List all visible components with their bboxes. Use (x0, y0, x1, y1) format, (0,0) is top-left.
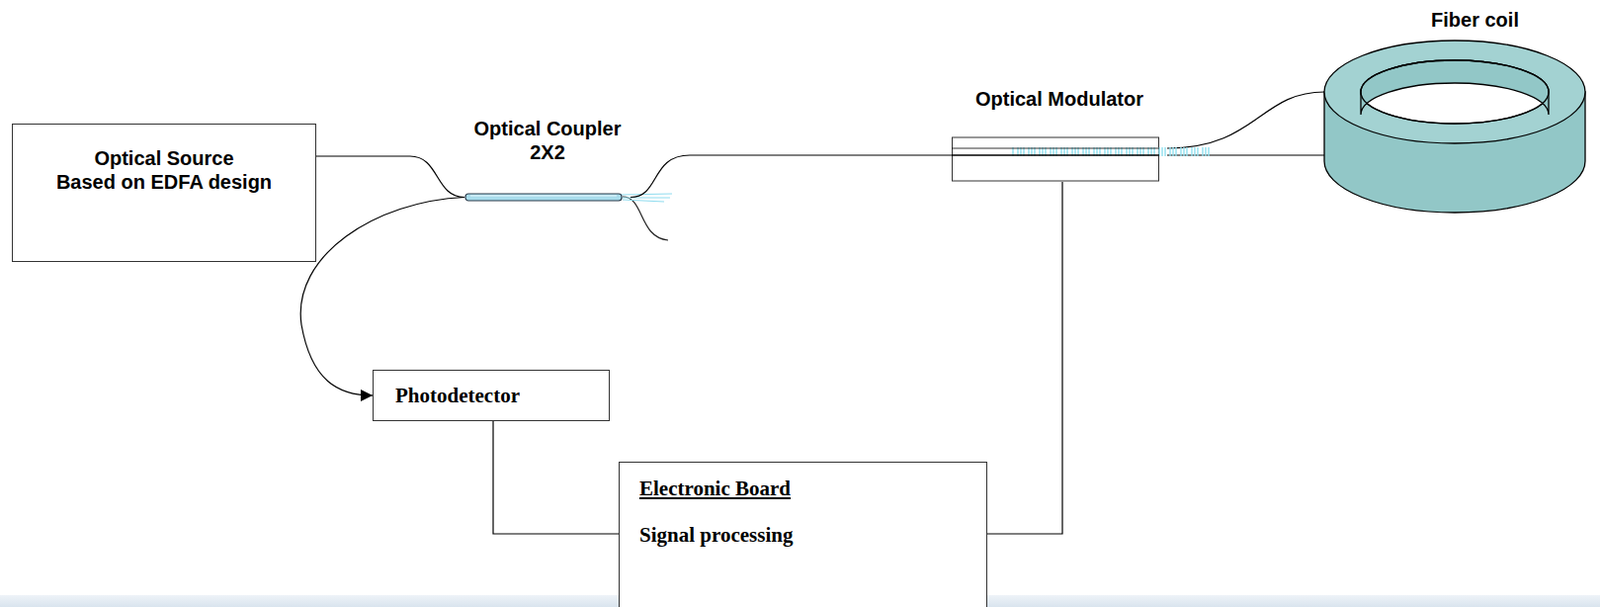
fiber-connector (300, 197, 465, 397)
node-label: Fiber coil (1431, 7, 1519, 32)
node-sublabel: 2X2 (464, 140, 631, 165)
fiber-connector (1167, 154, 1325, 156)
node-sublabel: Based on EDFA design (12, 169, 316, 194)
optical-modulator: Optical Modulator (951, 86, 1168, 182)
fiber-coil: Fiber coil (1319, 7, 1592, 221)
unused-fiber-port (622, 196, 669, 241)
node-label: Optical Coupler (464, 116, 631, 141)
node-label: Optical Modulator (951, 86, 1168, 111)
fiber-connector (987, 181, 1063, 534)
fiber-coil-shape (1319, 7, 1592, 221)
fiber-connector (630, 155, 952, 198)
node-label: Electronic Board (639, 475, 977, 502)
electronic-board-box: Electronic BoardSignal processing (618, 461, 988, 607)
photodetector-box: Photodetector (372, 369, 610, 422)
node-sublabel: Signal processing (639, 521, 977, 548)
fiber-connector (1167, 91, 1325, 149)
fiber-connector (316, 156, 465, 198)
node-label: Photodetector (395, 382, 599, 409)
node-label: Optical Source (12, 146, 316, 170)
fiber-glint (620, 193, 673, 202)
fiber-connector (493, 421, 619, 534)
optical-source-box: Optical SourceBased on EDFA design (11, 123, 317, 262)
optical-coupler: Optical Coupler2X2 (464, 116, 631, 206)
